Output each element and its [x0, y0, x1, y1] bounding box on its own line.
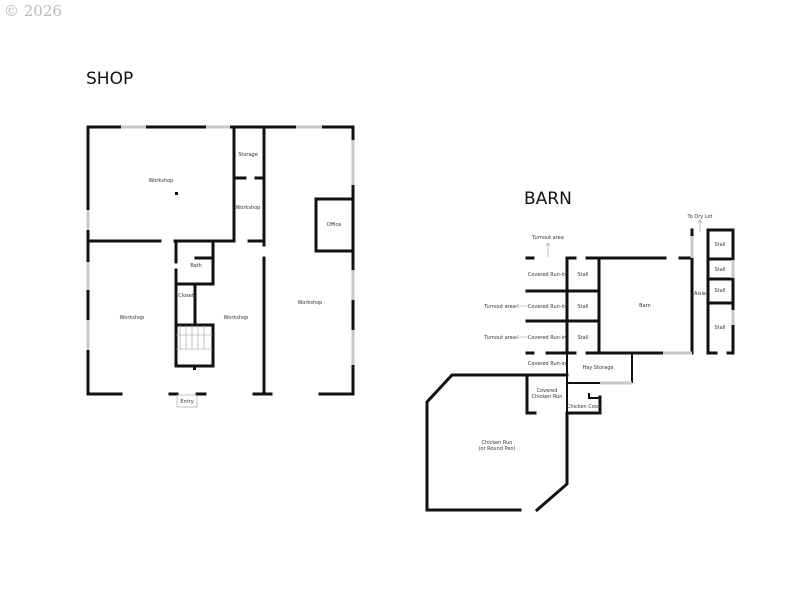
label-to-dry-lot: To Dry Lot [686, 214, 712, 220]
label-covered-chicken-run: Covered [537, 388, 558, 394]
shop-room-labels: Workshop Storage Workshop Office Bath Cl… [120, 152, 342, 405]
watermark: © 2026 [4, 2, 62, 20]
shop-title: SHOP [86, 69, 133, 89]
label-covered-run-in: Covered Run-in [528, 304, 566, 310]
label-covered-chicken-run: Chicken Run [532, 394, 563, 400]
label-stall: Stall [715, 242, 726, 248]
room-label: Office [327, 222, 342, 228]
label-chicken-coop: Chicken Coop [567, 404, 601, 410]
barn-room-labels: To Dry Lot Turnout area Turnout area Tur… [478, 214, 725, 452]
label-chicken-run: (or Round Pen) [478, 446, 515, 452]
room-label: Workshop [224, 315, 249, 321]
room-label: Workshop [149, 178, 174, 184]
room-label: Workshop [120, 315, 145, 321]
barn-title: BARN [524, 189, 572, 209]
label-aisle: Aisle [694, 291, 706, 297]
room-label: Bath [190, 263, 202, 269]
label-stall: Stall [715, 325, 726, 331]
room-label: Workshop [298, 300, 323, 306]
label-covered-run-in: Covered Run-in [528, 335, 566, 341]
label-stall: Stall [578, 304, 589, 310]
label-turnout-area: Turnout area [483, 335, 516, 341]
label-stall: Stall [715, 267, 726, 273]
room-label: Closet [178, 293, 194, 299]
label-stall: Stall [578, 272, 589, 278]
label-barn: Barn [639, 303, 651, 309]
label-stall: Stall [578, 335, 589, 341]
label-covered-run-in: Covered Run-in [528, 361, 566, 367]
room-label: Entry [180, 399, 193, 405]
barn-plan: BARN To Dry Lot Turnout area Turnout are… [425, 189, 735, 513]
label-stall: Stall [715, 288, 726, 294]
shop-plan: SHOP Workshop Storage Workshop Office Ba… [86, 69, 355, 408]
room-label: Workshop [236, 205, 261, 211]
label-turnout-area: Turnout area [531, 235, 564, 241]
label-turnout-area: Turnout area [483, 304, 516, 310]
room-label: Storage [238, 152, 258, 158]
label-hay-storage: Hay Storage [583, 365, 614, 371]
label-chicken-run: Chicken Run [482, 440, 513, 446]
label-covered-run-in: Covered Run-in [528, 272, 566, 278]
